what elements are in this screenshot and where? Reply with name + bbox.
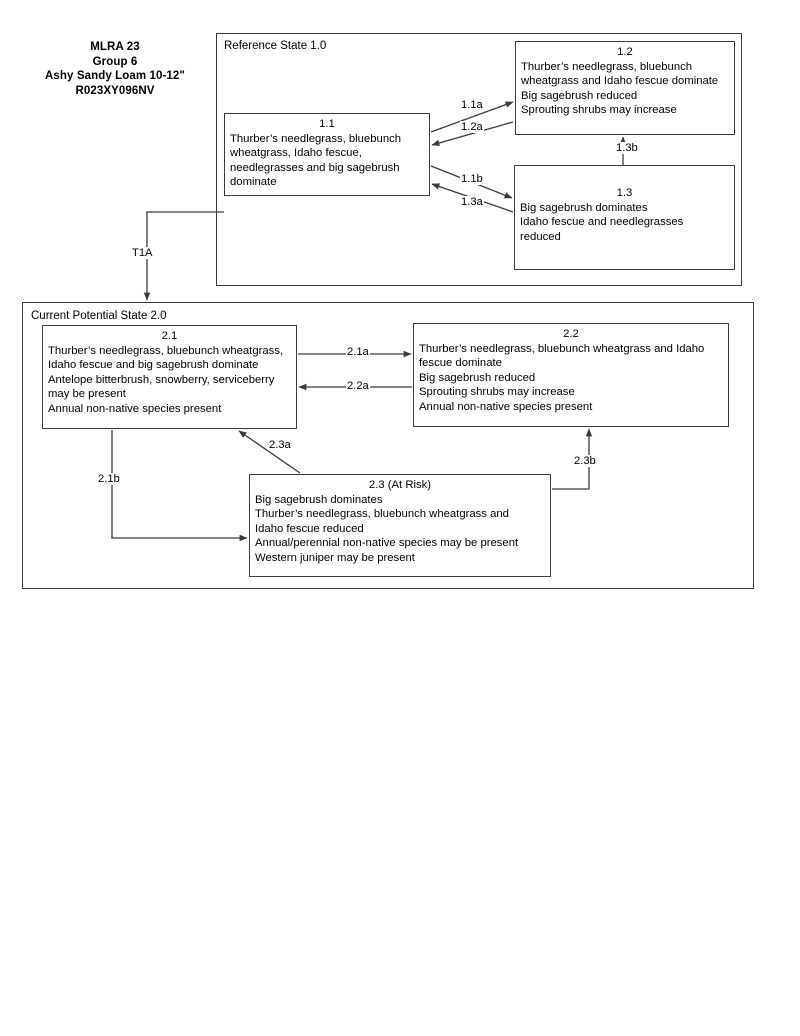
phase-line: Big sagebrush dominates bbox=[520, 201, 648, 214]
phase-line: Big sagebrush reduced bbox=[419, 371, 536, 384]
title-line-group: Group 6 bbox=[92, 55, 138, 68]
title-line-code: R023XY096NV bbox=[75, 84, 155, 97]
phase-box-2-1[interactable]: 2.1 Thurber’s needlegrass, bluebunch whe… bbox=[42, 325, 297, 429]
phase-line: Sprouting shrubs may increase bbox=[419, 386, 575, 399]
phase-number-1-2: 1.2 bbox=[617, 46, 633, 58]
transition-label-1-3a: 1.3a bbox=[460, 196, 484, 208]
transition-label-1-3b: 1.3b bbox=[615, 142, 639, 154]
transition-label-1-1a: 1.1a bbox=[460, 99, 484, 111]
phase-box-1-3[interactable]: 1.3 Big sagebrush dominates Idaho fescue… bbox=[514, 165, 735, 270]
state-label-current-potential-2-0: Current Potential State 2.0 bbox=[31, 310, 167, 322]
phase-description-2-1: Thurber’s needlegrass, bluebunch wheatgr… bbox=[43, 344, 296, 417]
state-label-reference-1-0: Reference State 1.0 bbox=[224, 40, 327, 52]
phase-description-1-2: Thurber’s needlegrass, bluebunch wheatgr… bbox=[516, 60, 734, 118]
phase-line: Idaho fescue and needlegrasses bbox=[520, 216, 684, 229]
arrow-t1a bbox=[143, 211, 224, 301]
phase-line: Thurber’s needlegrass, bluebunch bbox=[230, 132, 402, 145]
phase-line: Antelope bitterbrush, snowberry, service… bbox=[48, 373, 275, 386]
phase-line: Sprouting shrubs may increase bbox=[521, 104, 677, 117]
phase-description-2-3: Big sagebrush dominates Thurber’s needle… bbox=[250, 493, 550, 566]
phase-line: Thurber’s needlegrass, bluebunch bbox=[521, 60, 693, 73]
transition-label-2-1b: 2.1b bbox=[97, 473, 121, 485]
phase-line: Thurber’s needlegrass, bluebunch wheatgr… bbox=[48, 344, 284, 357]
phase-line: Thurber’s needlegrass, bluebunch wheatgr… bbox=[255, 508, 509, 521]
phase-number-2-3: 2.3 (At Risk) bbox=[368, 479, 432, 491]
phase-line: Idaho fescue reduced bbox=[255, 522, 364, 535]
phase-line: Idaho fescue and big sagebrush dominate bbox=[48, 359, 259, 372]
transition-label-2-3a: 2.3a bbox=[268, 439, 292, 451]
phase-line: needlegrasses and big sagebrush bbox=[230, 161, 400, 174]
phase-line: Annual/perennial non-native species may … bbox=[255, 537, 519, 550]
phase-description-1-3: Big sagebrush dominates Idaho fescue and… bbox=[515, 201, 734, 245]
transition-label-1-1b: 1.1b bbox=[460, 173, 484, 185]
diagram-title-block: MLRA 23 Group 6 Ashy Sandy Loam 10-12" R… bbox=[20, 40, 210, 98]
phase-description-1-1: Thurber’s needlegrass, bluebunch wheatgr… bbox=[225, 132, 429, 190]
transition-label-2-1a: 2.1a bbox=[346, 346, 370, 358]
transition-label-1-2a: 1.2a bbox=[460, 121, 484, 133]
phase-box-2-2[interactable]: 2.2 Thurber’s needlegrass, bluebunch whe… bbox=[413, 323, 729, 427]
phase-description-2-2: Thurber’s needlegrass, bluebunch wheatgr… bbox=[414, 342, 728, 415]
phase-line: Thurber’s needlegrass, bluebunch wheatgr… bbox=[419, 342, 705, 355]
phase-number-2-1: 2.1 bbox=[161, 330, 178, 342]
transition-label-2-3b: 2.3b bbox=[573, 455, 597, 467]
phase-number-2-2: 2.2 bbox=[563, 328, 579, 340]
phase-box-1-1[interactable]: 1.1 Thurber’s needlegrass, bluebunch whe… bbox=[224, 113, 430, 196]
title-line-mlra: MLRA 23 bbox=[90, 41, 140, 53]
phase-line: Big sagebrush reduced bbox=[521, 89, 638, 102]
phase-box-1-2[interactable]: 1.2 Thurber’s needlegrass, bluebunch whe… bbox=[515, 41, 735, 135]
phase-line: Big sagebrush dominates bbox=[255, 493, 383, 506]
phase-number-1-3: 1.3 bbox=[616, 187, 633, 199]
title-line-site: Ashy Sandy Loam 10-12" bbox=[45, 70, 185, 82]
phase-line: wheatgrass and Idaho fescue dominate bbox=[521, 75, 719, 88]
phase-box-2-3[interactable]: 2.3 (At Risk) Big sagebrush dominates Th… bbox=[249, 474, 551, 577]
phase-line: Annual non-native species present bbox=[419, 400, 593, 413]
phase-line: Annual non-native species present bbox=[48, 402, 222, 415]
phase-line: Western juniper may be present bbox=[255, 551, 415, 564]
phase-line: reduced bbox=[520, 230, 561, 243]
phase-line: dominate bbox=[230, 176, 277, 189]
transition-label-2-2a: 2.2a bbox=[346, 380, 370, 392]
phase-line: wheatgrass, Idaho fescue, bbox=[230, 147, 362, 160]
phase-line: may be present bbox=[48, 388, 126, 401]
phase-line: fescue dominate bbox=[419, 357, 502, 370]
transition-label-t1a: T1A bbox=[131, 247, 154, 259]
phase-number-1-1: 1.1 bbox=[319, 118, 335, 130]
